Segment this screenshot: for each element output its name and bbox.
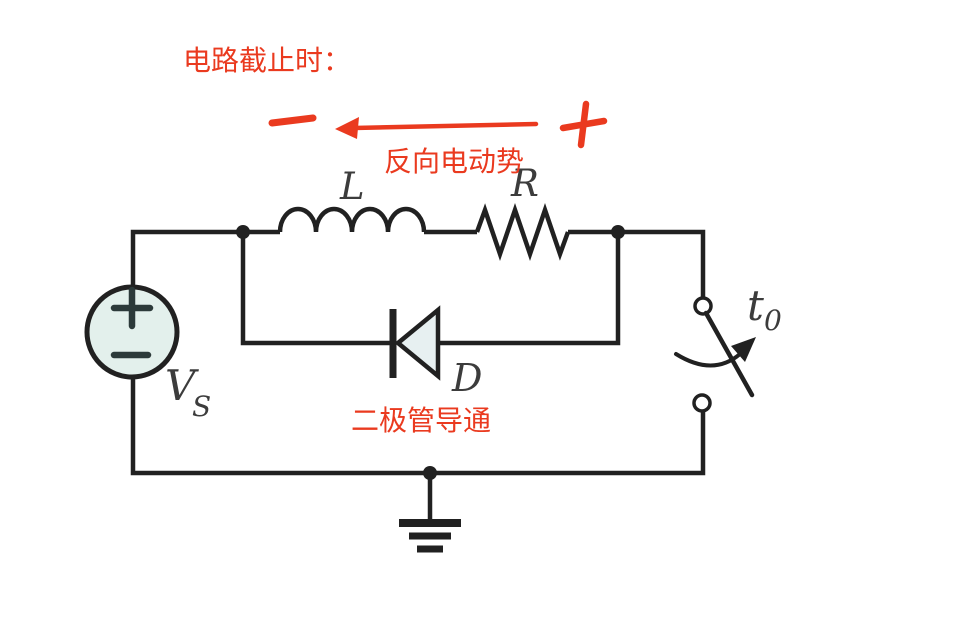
resistor-symbol <box>474 203 571 261</box>
source-label-sub: S <box>192 390 211 423</box>
wire-bottom <box>130 378 706 476</box>
inductor-symbol <box>277 206 427 233</box>
red-annotations: 电路截止时： 反向电动势 二极管导通 <box>183 45 608 436</box>
wire-top-right <box>568 229 706 298</box>
polarity-minus-mark <box>268 114 317 127</box>
polarity-plus-mark <box>559 100 608 149</box>
freewheel-diode: D <box>389 305 482 400</box>
circuit-wires <box>130 203 706 480</box>
back-emf-label: 反向电动势 <box>384 146 524 177</box>
switch-label-sub: 0 <box>764 304 782 337</box>
switch: t 0 <box>674 281 782 413</box>
ground-symbol <box>399 473 461 553</box>
wire-diode-left <box>240 232 390 346</box>
switch-motion-arrowhead <box>731 337 756 362</box>
wire-top-left <box>130 229 280 288</box>
wire-diode-right <box>438 232 621 346</box>
back-emf-arrow-shaft <box>351 121 539 131</box>
switch-lever <box>703 310 755 398</box>
switch-bottom-contact <box>692 393 712 413</box>
source-plus-sign <box>110 286 154 330</box>
switch-label: t <box>747 281 764 330</box>
diode-label: D <box>451 356 482 400</box>
switch-top-contact <box>693 296 713 316</box>
junction-dot-left <box>236 225 250 239</box>
source-label: V <box>165 361 199 410</box>
resistor-label: R <box>510 162 539 205</box>
page-title: 电路截止时： <box>183 45 351 76</box>
diode-triangle <box>394 305 441 381</box>
junction-dot-right <box>611 225 625 239</box>
switch-motion-arc <box>674 352 742 368</box>
diode-on-label: 二极管导通 <box>351 405 491 436</box>
voltage-source: V S <box>84 284 211 423</box>
back-emf-arrowhead <box>335 117 359 139</box>
inductor-label: L <box>339 165 365 208</box>
